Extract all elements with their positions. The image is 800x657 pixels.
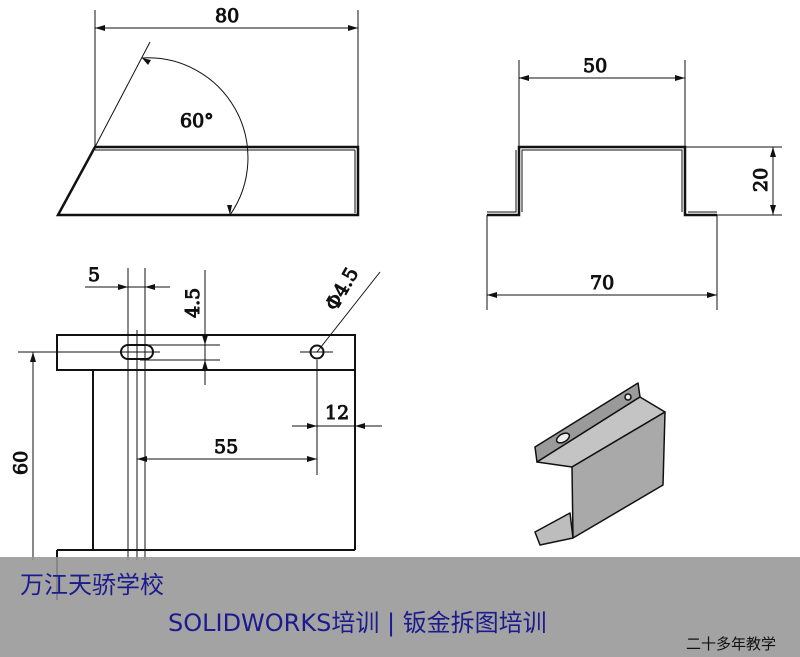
top-left-view: 80 60° (55, 5, 360, 217)
dim-5: 5 (88, 264, 100, 286)
dim-4-5: 4.5 (182, 288, 204, 318)
top-right-view: 50 20 70 (486, 55, 782, 310)
dim-phi-4-5: Φ4.5 (321, 264, 363, 315)
isometric-view (534, 382, 666, 546)
footer-banner: 万江天骄学校 SOLIDWORKS培训 | 钣金拆图培训 二十多年教学 (0, 557, 800, 657)
angle-arc (141, 57, 249, 216)
part-outline (55, 145, 360, 217)
bottom-flange (534, 512, 574, 546)
bottom-left-view: 5 4.5 Φ4.5 12 55 60 (10, 263, 382, 600)
dim-70: 70 (590, 272, 614, 294)
dim-12: 12 (325, 402, 349, 424)
iso-slot (555, 432, 571, 444)
part-outline (487, 145, 717, 217)
dim-60: 60 (10, 451, 32, 475)
school-name: 万江天骄学校 (20, 571, 164, 599)
course-title: SOLIDWORKS培训 | 钣金拆图培训 (168, 609, 547, 637)
dim-60-deg: 60° (180, 110, 214, 132)
front-face (571, 411, 666, 539)
iso-hole (624, 393, 632, 401)
dim-80: 80 (215, 5, 239, 27)
body-outline (56, 370, 356, 600)
dim-50: 50 (583, 55, 607, 77)
dim-20: 20 (750, 168, 772, 192)
tagline: 二十多年教学 (686, 635, 777, 653)
dim-55: 55 (214, 436, 238, 458)
